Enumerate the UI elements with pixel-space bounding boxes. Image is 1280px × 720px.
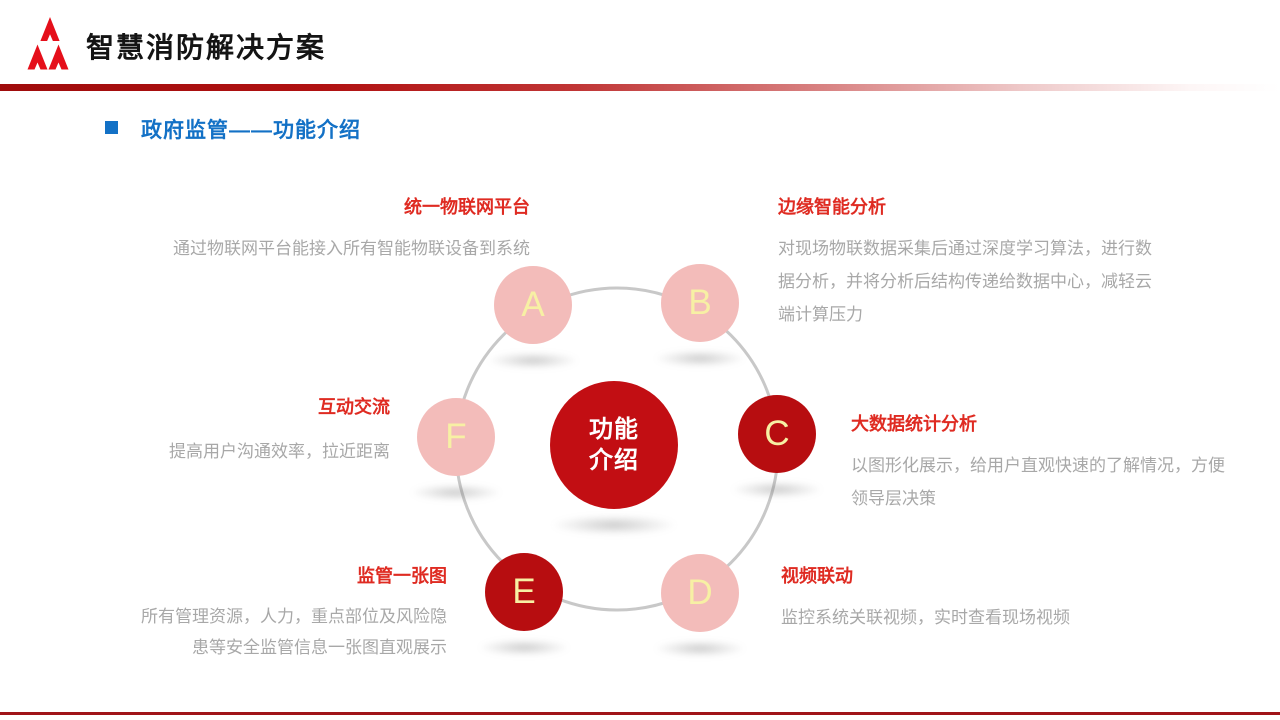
page-title: 智慧消防解决方案 xyxy=(86,32,327,63)
node-b-desc-line3: 端计算压力 xyxy=(778,305,863,324)
node-letter-e: E xyxy=(512,572,536,611)
node-e-desc-line1: 所有管理资源，人力，重点部位及风险隐 xyxy=(141,607,447,626)
node-a-shadow xyxy=(488,352,578,369)
node-b-title: 边缘智能分析 xyxy=(778,197,886,217)
node-letter-a: A xyxy=(521,285,545,324)
node-d-desc: 监控系统关联视频，实时查看现场视频 xyxy=(781,608,1070,627)
node-circle-a: A xyxy=(494,266,572,344)
node-f-shadow xyxy=(411,484,501,501)
section-bullet-square xyxy=(105,121,118,134)
center-circle-line1: 功能 xyxy=(589,416,639,443)
node-circle-d: D xyxy=(661,554,739,632)
node-e-desc-line2: 患等安全监管信息一张图直观展示 xyxy=(192,638,447,657)
section-title: 政府监管——功能介绍 xyxy=(141,119,361,142)
node-circle-e: E xyxy=(485,553,563,631)
node-e-text: 监管一张图 所有管理资源，人力，重点部位及风险隐 患等安全监管信息一张图直观展示 xyxy=(87,566,447,663)
node-b-shadow xyxy=(655,350,745,367)
node-f-text: 互动交流 提高用户沟通效率，拉近距离 xyxy=(70,397,390,468)
node-letter-c: C xyxy=(764,414,790,453)
node-c-desc-line1: 以图形化展示，给用户直观快速的了解情况，方便 xyxy=(851,456,1225,475)
node-b-text: 边缘智能分析 对现场物联数据采集后通过深度学习算法，进行数 据分析，并将分析后结… xyxy=(778,197,1218,331)
node-circle-c: C xyxy=(738,395,816,473)
node-b-desc-line1: 对现场物联数据采集后通过深度学习算法，进行数 xyxy=(778,239,1152,258)
node-c-text: 大数据统计分析 以图形化展示，给用户直观快速的了解情况，方便 领导层决策 xyxy=(851,414,1280,515)
node-letter-b: B xyxy=(688,283,712,322)
node-letter-d: D xyxy=(687,573,713,612)
header-gradient-rule xyxy=(0,84,1280,91)
node-d-shadow xyxy=(655,640,745,657)
center-circle: 功能 介绍 xyxy=(550,381,678,509)
node-a-text: 统一物联网平台 通过物联网平台能接入所有智能物联设备到系统 xyxy=(110,197,530,265)
node-letter-f: F xyxy=(445,417,467,456)
node-e-shadow xyxy=(479,639,569,656)
node-d-title: 视频联动 xyxy=(781,566,853,586)
node-circle-b: B xyxy=(661,264,739,342)
node-e-title: 监管一张图 xyxy=(357,566,447,586)
node-a-title: 统一物联网平台 xyxy=(404,197,530,217)
node-c-desc-line2: 领导层决策 xyxy=(851,489,936,508)
node-f-title: 互动交流 xyxy=(318,397,390,417)
center-circle-shadow xyxy=(552,515,676,535)
node-c-title: 大数据统计分析 xyxy=(851,414,977,434)
node-c-shadow xyxy=(732,481,822,498)
node-circle-f: F xyxy=(417,398,495,476)
node-d-text: 视频联动 监控系统关联视频，实时查看现场视频 xyxy=(781,566,1201,634)
node-f-desc: 提高用户沟通效率，拉近距离 xyxy=(169,442,390,461)
node-a-desc: 通过物联网平台能接入所有智能物联设备到系统 xyxy=(173,239,530,258)
footer-rule xyxy=(0,712,1280,715)
node-b-desc-line2: 据分析，并将分析后结构传递给数据中心，减轻云 xyxy=(778,272,1152,291)
center-circle-line2: 介绍 xyxy=(589,447,639,474)
